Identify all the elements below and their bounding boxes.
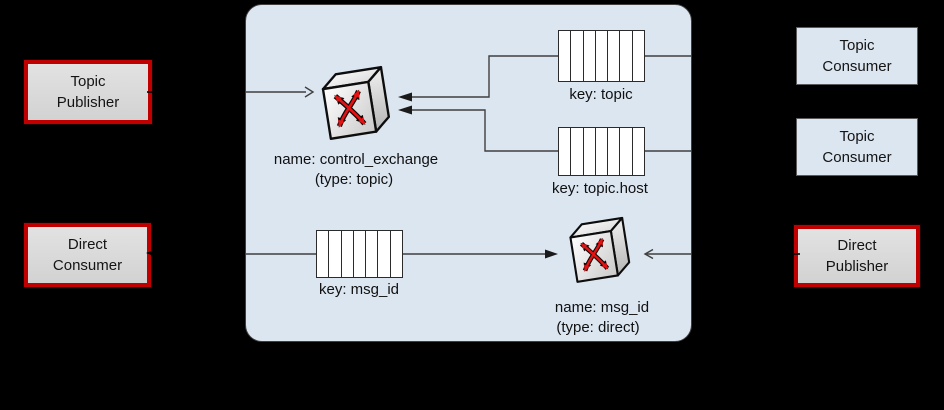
queue-cell <box>377 231 389 277</box>
topic-consumer-box-2: Topic Consumer <box>796 118 918 176</box>
queue-cell <box>594 128 607 175</box>
box-label-line: Topic <box>70 73 106 90</box>
msg-id-exchange-name-label: name: msg_id <box>554 299 650 316</box>
queue-cell <box>570 128 582 175</box>
topic-consumer-box-1: Topic Consumer <box>796 27 918 85</box>
queue-cell <box>352 231 365 277</box>
queue-cell <box>328 231 340 277</box>
queue-cell <box>365 231 377 277</box>
box-label-line: Direct <box>837 237 877 254</box>
queue-cell <box>631 128 644 175</box>
queue-cell <box>582 128 595 175</box>
queue-topic-host-label: key: topic.host <box>552 180 648 197</box>
control-exchange-type-label: (type: topic) <box>314 171 394 188</box>
control-exchange-icon <box>321 65 391 140</box>
box-label-line: Publisher <box>56 94 120 111</box>
queue-topic-label: key: topic <box>569 86 633 103</box>
queue-cell <box>559 128 570 175</box>
queue-cell <box>340 231 353 277</box>
queue-key-msg-id <box>316 230 403 278</box>
box-label-line: Consumer <box>52 257 123 274</box>
box-label-line: Consumer <box>822 58 892 75</box>
queue-cell <box>582 31 595 81</box>
queue-cell <box>619 31 631 81</box>
queue-cell <box>619 128 631 175</box>
box-label-line: Direct <box>67 236 108 253</box>
queue-cell <box>317 231 328 277</box>
queue-key-topic-host <box>558 127 645 176</box>
box-label-line: Topic <box>839 37 875 54</box>
msg-id-exchange-type-label: (type: direct) <box>556 319 640 336</box>
control-exchange-name-label: name: control_exchange <box>273 151 439 168</box>
queue-cell <box>594 31 607 81</box>
queue-cell <box>559 31 570 81</box>
queue-cell <box>607 128 619 175</box>
queue-msg-id-label: key: msg_id <box>318 281 400 298</box>
queue-cell <box>570 31 582 81</box>
queue-cell <box>607 31 619 81</box>
direct-publisher-box: Direct Publisher <box>794 225 920 287</box>
queue-cell <box>389 231 402 277</box>
box-label-line: Topic <box>839 128 875 145</box>
queue-cell <box>631 31 644 81</box>
box-label-line: Publisher <box>825 258 889 275</box>
direct-consumer-box: Direct Consumer <box>24 223 151 287</box>
queue-key-topic <box>558 30 645 82</box>
box-label-line: Consumer <box>822 149 892 166</box>
topic-publisher-box: Topic Publisher <box>24 60 152 124</box>
msg-id-exchange-icon <box>569 216 631 283</box>
